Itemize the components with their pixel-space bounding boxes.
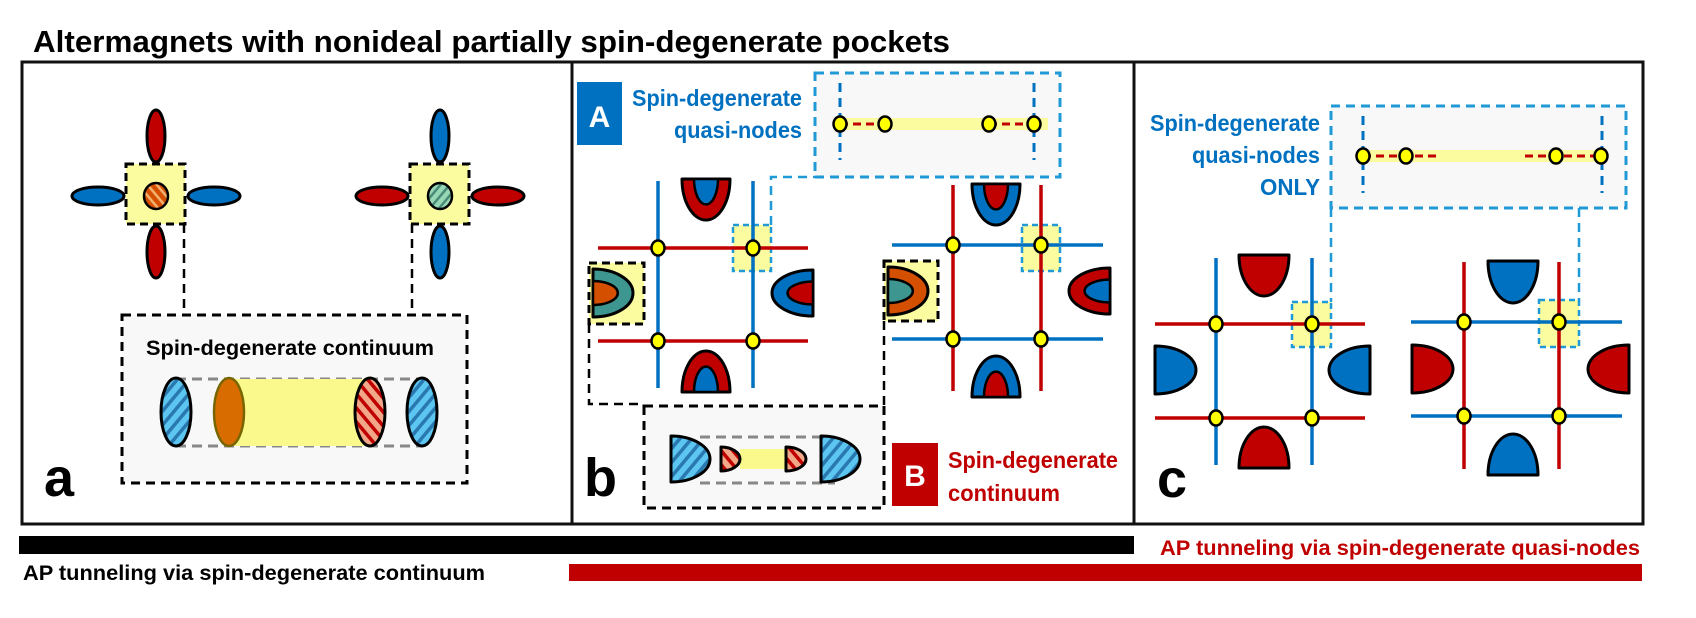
degenerate-pocket-orange [212, 376, 246, 448]
spin-pocket-red-hatched [353, 376, 387, 448]
fermi-pocket-inner [1083, 278, 1112, 304]
spin-pocket-blue-hatched [159, 376, 193, 448]
spin-pocket-blue-hatched [819, 434, 862, 484]
quasi-nodes-label-line1: Spin-degenerate [632, 85, 802, 111]
panel-label-b: b [584, 448, 617, 508]
outer-frame [20, 60, 1645, 526]
quasi-node-dot [877, 115, 893, 133]
panel-label-a: a [44, 448, 75, 508]
continuum-tunneling-bar [19, 536, 1134, 554]
fermi-pocket-outer [1486, 432, 1540, 477]
panel-label-c: c [1157, 449, 1187, 509]
quasi-node-connector [769, 175, 815, 225]
quasi-node-dot [1548, 147, 1564, 165]
degenerate-center-box [124, 162, 187, 226]
figure-title: Altermagnets with nonideal partially spi… [33, 24, 950, 59]
quasi-nodes-label-line2: quasi-nodes [674, 117, 802, 143]
fermi-pocket-outer [1586, 343, 1631, 395]
quasi-nodes-only-line1: Spin-degenerate [1150, 110, 1320, 136]
fermi-pocket-inner [982, 370, 1010, 399]
degenerate-center [426, 181, 454, 211]
lobe-left [354, 185, 410, 207]
quasi-node-dot [1456, 313, 1472, 331]
quasi-node-dot [832, 115, 848, 133]
quasi-node-dot [1208, 409, 1224, 427]
quasi-node-dot [1304, 315, 1320, 333]
quasi-node-dot [1208, 315, 1224, 333]
spin-pocket-red-hatched [784, 445, 808, 473]
degenerate-center [142, 181, 170, 211]
continuum-tunneling-label: AP tunneling via spin-degenerate continu… [23, 562, 485, 585]
spin-pocket-red-hatched [719, 445, 742, 473]
quasi-node-dot [745, 239, 761, 257]
continuum-badge-label-line2: continuum [948, 480, 1060, 506]
continuum-band [740, 449, 786, 469]
quasi-node-tunneling-bar [569, 564, 1642, 581]
quasi-node-dot [1304, 409, 1320, 427]
quasi-node-dot [650, 239, 666, 257]
fermi-pocket-inner [692, 365, 720, 394]
continuum-badge-label-line1: Spin-degenerate [948, 447, 1118, 473]
quasi-node-dot [650, 332, 666, 350]
continuum-label: Spin-degenerate continuum [146, 337, 434, 360]
quasi-node-dot [981, 115, 997, 133]
quasi-node-dot [1033, 236, 1049, 254]
spin-pocket-blue-hatched [669, 434, 712, 484]
spin-pocket-blue-hatched [405, 376, 439, 448]
lobe-right [186, 185, 242, 207]
quasi-node-dot [1026, 115, 1042, 133]
quasi-node-dot [1456, 407, 1472, 425]
continuum-cylinder [229, 379, 370, 446]
badge-b [892, 443, 938, 506]
quasi-nodes-only-line2: quasi-nodes [1192, 142, 1320, 168]
lobe-right [470, 185, 526, 207]
fermi-pocket-inner [692, 177, 720, 206]
quasi-node-dot [1551, 313, 1567, 331]
fermi-pocket-inner [982, 182, 1010, 211]
fermi-pocket-inner [886, 277, 914, 305]
fermi-pocket-inner [786, 280, 815, 306]
fermi-pocket-outer [1237, 425, 1291, 470]
continuum-connector [587, 324, 644, 406]
fermi-pocket-inner [591, 279, 619, 307]
quasi-node-dot [1033, 330, 1049, 348]
fermi-pocket-outer [1153, 344, 1198, 396]
fermi-pocket-outer [1486, 259, 1540, 305]
lobe-top [429, 108, 451, 164]
diagram-shapes [70, 71, 1631, 510]
lobe-top [145, 108, 167, 164]
lobe-left [70, 185, 126, 207]
quasi-node-dot [945, 330, 961, 348]
quasi-node-dot [745, 332, 761, 350]
fermi-pocket-outer [1410, 343, 1455, 395]
quasi-node-dot [1593, 147, 1609, 165]
quasi-node-tunneling-label: AP tunneling via spin-degenerate quasi-n… [1160, 537, 1640, 560]
badge-a [577, 82, 622, 145]
lobe-bottom [429, 224, 451, 280]
badge-b-letter: B [904, 460, 926, 493]
quasi-node-band [1363, 150, 1602, 162]
quasi-node-dot [1551, 407, 1567, 425]
quasi-node-dot [1398, 147, 1414, 165]
quasi-node-dot [945, 236, 961, 254]
quasi-node-dot [1355, 147, 1371, 165]
quasi-nodes-only-line3: ONLY [1260, 174, 1320, 200]
fermi-pocket-outer [1237, 253, 1291, 298]
fermi-pocket-outer [1327, 344, 1372, 396]
badge-a-letter: A [589, 101, 611, 134]
lobe-bottom [145, 224, 167, 280]
